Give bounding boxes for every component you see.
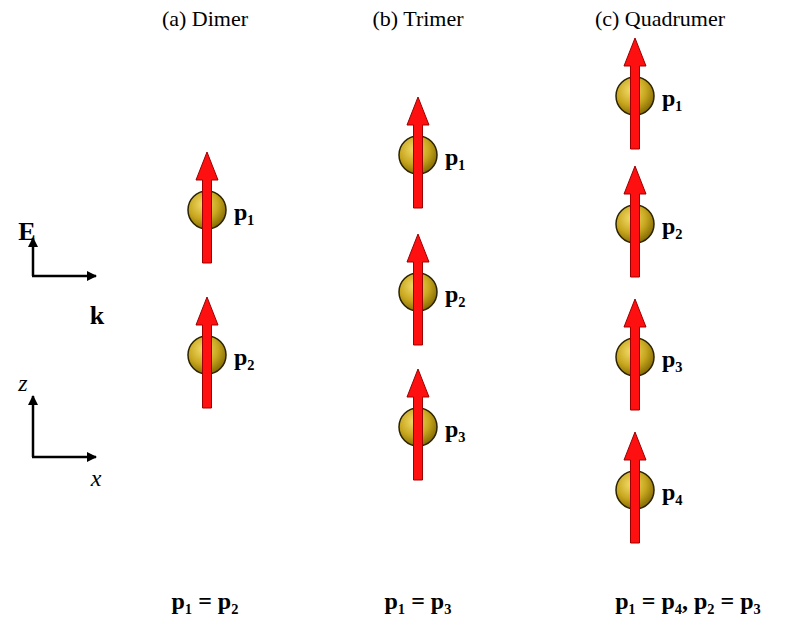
dipole-label: p₁ [662, 86, 683, 110]
dipole-sphere: p₂ [610, 164, 687, 280]
sphere-arrow [182, 295, 232, 411]
sphere-arrow [610, 430, 660, 546]
dipole-label: p₂ [662, 214, 683, 238]
dipole-label: p₃ [662, 347, 683, 371]
dipole-arrow [407, 234, 429, 345]
dipole-arrow [196, 152, 218, 263]
dipole-sphere: p₁ [393, 95, 470, 211]
axis-label: x [91, 466, 102, 490]
dipole-sphere: p₃ [393, 367, 470, 483]
coordinate-axes [32, 396, 96, 457]
dipole-arrow [407, 369, 429, 480]
dipole-label: p₄ [662, 480, 683, 504]
equality-note: p₁ = p₂ [172, 589, 239, 613]
axis-label: E [18, 219, 35, 245]
sphere-arrow [610, 164, 660, 280]
dipole-sphere: p₁ [610, 36, 687, 152]
dipole-sphere: p₂ [182, 295, 259, 411]
field-axes [32, 238, 96, 276]
sphere-arrow [393, 95, 443, 211]
panel-title: (b) Trimer [372, 8, 463, 30]
panel-title: (c) Quadrumer [595, 8, 725, 30]
dipole-arrow [624, 432, 646, 543]
dipole-sphere: p₄ [610, 430, 687, 546]
dipole-arrow [624, 166, 646, 277]
panel-title: (a) Dimer [162, 8, 248, 30]
dipole-sphere: p₂ [393, 232, 470, 348]
sphere-arrow [393, 367, 443, 483]
dipole-sphere: p₃ [610, 297, 687, 413]
dipole-label: p₃ [445, 417, 466, 441]
dipole-arrow [407, 97, 429, 208]
dipole-label: p₂ [234, 345, 255, 369]
dipole-arrow [196, 297, 218, 408]
sphere-arrow [393, 232, 443, 348]
equality-note: p₁ = p₃ [385, 589, 452, 613]
axis-label: k [90, 303, 104, 329]
dipole-sphere: p₁ [182, 150, 259, 266]
dipole-arrow [624, 299, 646, 410]
dipole-label: p₁ [445, 145, 466, 169]
sphere-arrow [610, 297, 660, 413]
dipole-label: p₂ [445, 282, 466, 306]
equality-note: p₁ = p₄, p₂ = p₃ [615, 589, 761, 613]
sphere-arrow [182, 150, 232, 266]
dipole-arrow [624, 38, 646, 149]
sphere-arrow [610, 36, 660, 152]
dipole-label: p₁ [234, 200, 255, 224]
axis-label: z [18, 371, 27, 395]
